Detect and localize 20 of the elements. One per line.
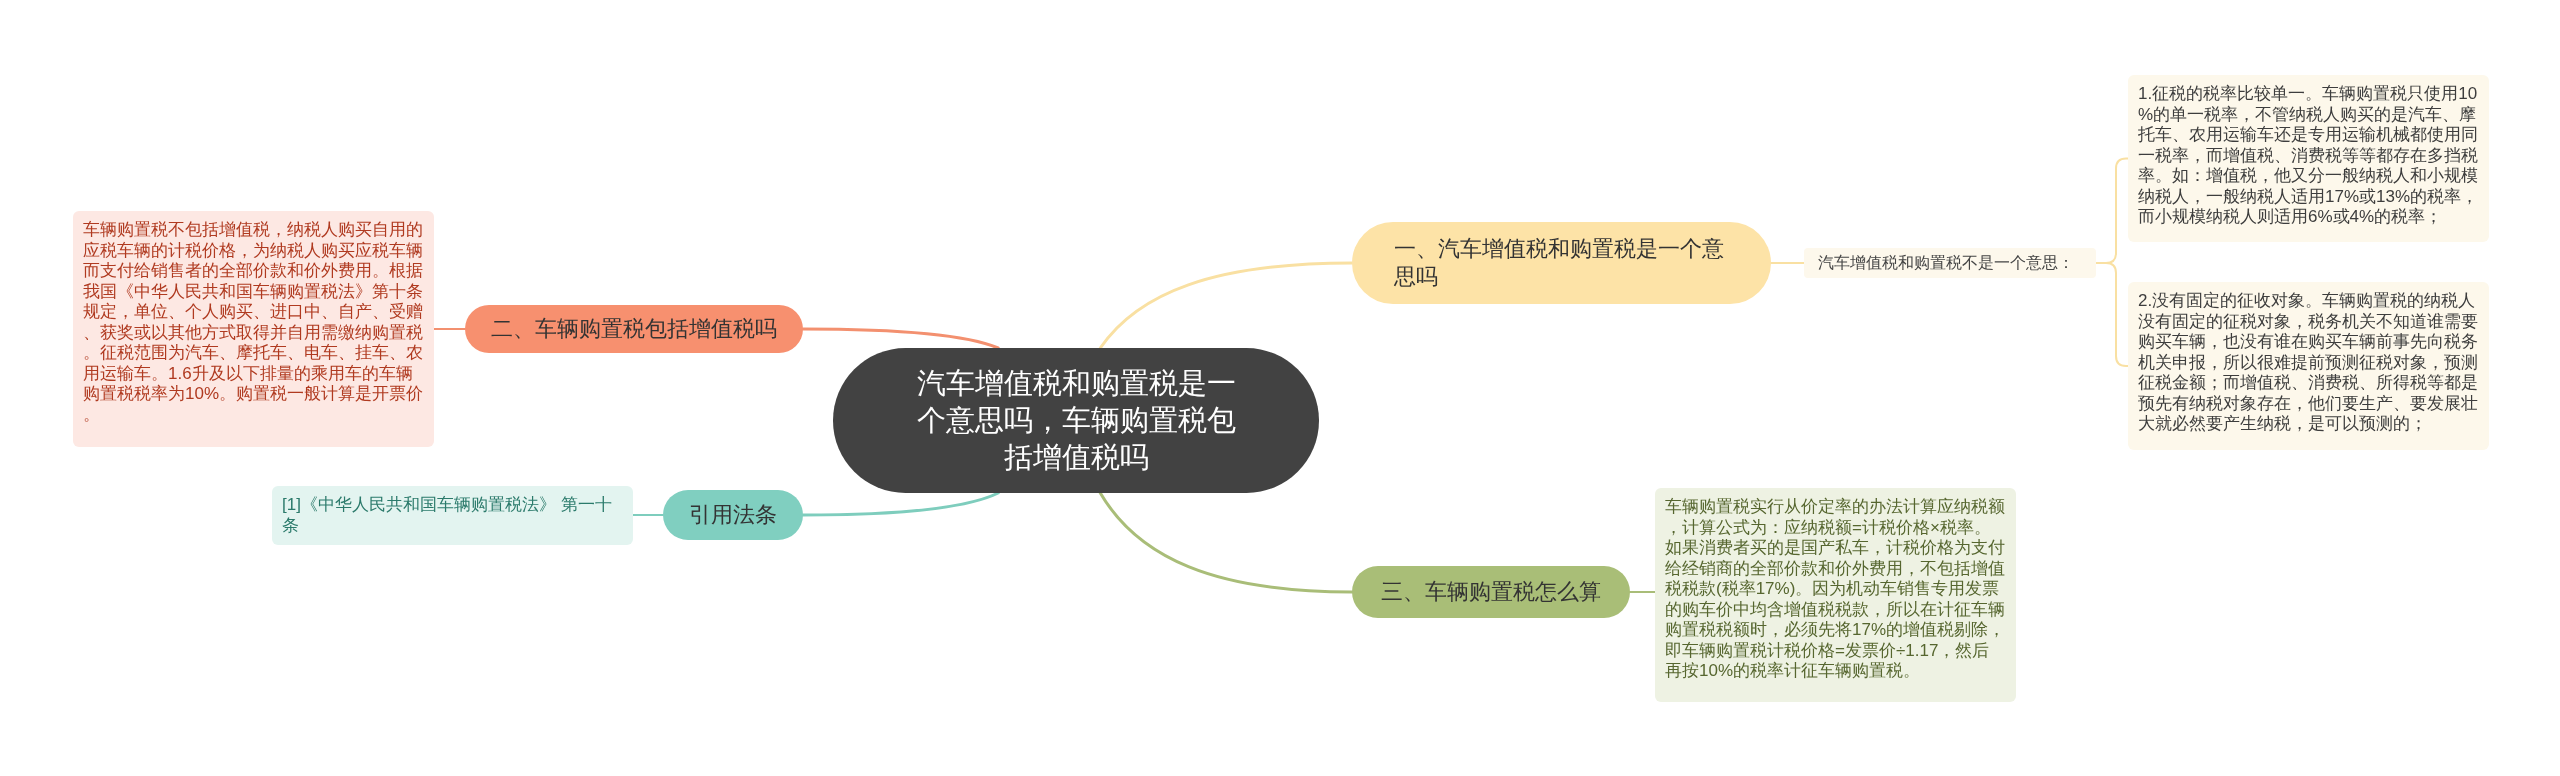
note-box: 2.没有固定的征收对象。车辆购置税的纳税人没有固定的征税对象，税务机关不知道谁需要购买车辆，也没有谁在购买车辆前事先向税务机关申报，所以很难提前预测征税对象，预测征税金额；而增值税、消费税、所得税等都是预先有纳税对象存在，他们要生产、要发展壮大就必然要产生纳税，是可以预测的； [2128, 282, 2489, 450]
note-box: 车辆购置税不包括增值税，纳税人购买自用的应税车辆的计税价格，为纳税人购买应税车辆而支付给销售者的全部价款和价外费用。根据我国《中华人民共和国车辆购置税法》第十条规定，单位、个人购买、进口中、自产、受赠、获奖或以其他方式取得并自用需缴纳购置税。征税范围为汽车、摩托车、电车、挂车、农用运输车。1.6升及以下排量的乘用车的车辆购置税税率为10%。购置税一般计算是开票价。 [73, 211, 434, 447]
topic-bubble: 三、车辆购置税怎么算 [1352, 566, 1630, 618]
connector-line [1629, 591, 1656, 593]
note-box: 车辆购置税实行从价定率的办法计算应纳税额，计算公式为：应纳税额=计税价格×税率。如果消费者买的是国产私车，计税价格为支付给经销商的全部价款和价外费用，不包括增值税税款(税率17%)。因为机动车销售专用发票的购车价中均含增值税税款，所以在计征车辆购置税税额时，必须先将17%的增值税剔除，即车辆购置税计税价格=发票价÷1.17，然后再按10%的税率计征车辆购置税。 [1655, 488, 2016, 702]
topic-bubble: 一、汽车增值税和购置税是一个意思吗 [1352, 222, 1771, 304]
connector-line [1098, 261, 1354, 350]
note-box: [1]《中华人民共和国车辆购置税法》 第一十条 [272, 486, 633, 545]
connector-line [1770, 262, 1805, 264]
note-box: 1.征税的税率比较单一。车辆购置税只使用10%的单一税率，不管纳税人购买的是汽车、摩托车、农用运输车还是专用运输机械都使用同一税率，而增值税、消费税等等都存在多挡税率。如：增值税，他又分一般纳税人和小规模纳税人，一般纳税人适用17%或13%的税率，而小规模纳税人则适用6%或4%的税率； [2128, 75, 2489, 242]
subtopic-tag: 汽车增值税和购置税不是一个意思： [1804, 248, 2096, 278]
connector-line [2095, 262, 2129, 367]
connector-line [801, 491, 1000, 517]
central-topic-bubble: 汽车增值税和购置税是一个意思吗，车辆购置税包括增值税吗 [833, 348, 1319, 493]
connector-line [632, 514, 664, 516]
connector-line [1098, 491, 1354, 594]
topic-bubble: 引用法条 [663, 490, 803, 540]
connector-line [801, 327, 1000, 350]
connector-line [433, 328, 466, 330]
topic-bubble: 二、车辆购置税包括增值税吗 [465, 305, 803, 353]
